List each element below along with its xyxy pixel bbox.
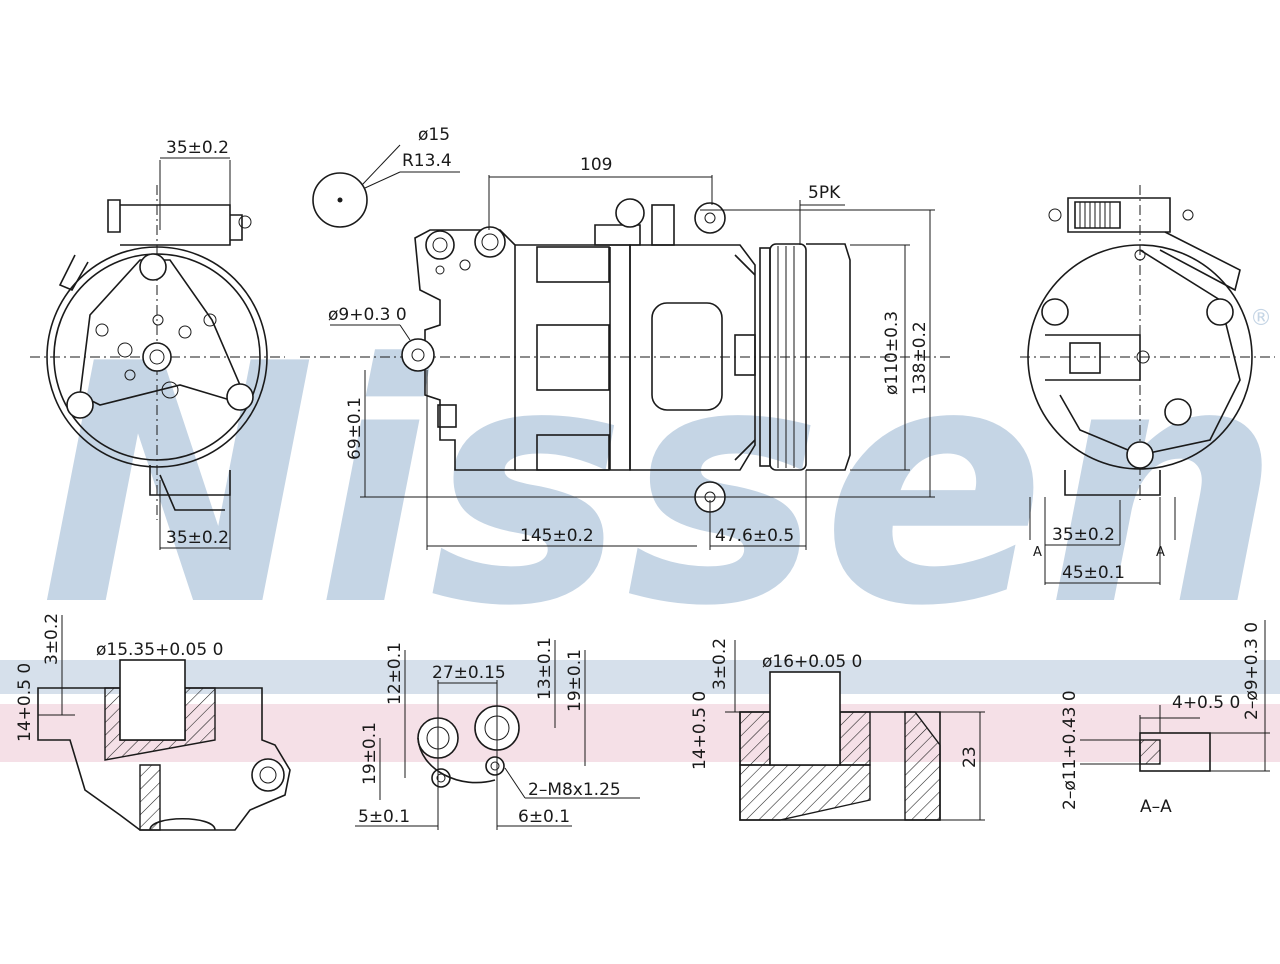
d3-total: 23 xyxy=(960,746,980,768)
d1-height: 14+0.5 0 xyxy=(15,663,35,742)
d3-height: 14+0.5 0 xyxy=(690,691,710,770)
d2-h13: 13±0.1 xyxy=(535,637,555,700)
dim-body-length: 109 xyxy=(580,155,612,175)
d4-section-label: A–A xyxy=(1140,797,1172,817)
dim-pulley-type: 5PK xyxy=(808,183,841,203)
dim-mount-span: 145±0.2 xyxy=(520,526,594,546)
d2-h19: 19±0.1 xyxy=(565,649,585,712)
section-mark-left: A xyxy=(1033,545,1042,560)
d2-h12: 12±0.1 xyxy=(385,642,405,705)
front-view: 35±0.2 35±0.2 xyxy=(30,138,285,550)
d3-bore: ø16+0.05 0 xyxy=(762,652,862,672)
dim-pulley-diameter: ø110±0.3 xyxy=(882,311,902,395)
d1-depth-top: 3±0.2 xyxy=(42,613,62,665)
d4-pin: 2–ø11+0.43 0 xyxy=(1060,690,1080,810)
side-view: 109 5PK ø9+0.3 0 ø110±0.3 138±0.2 69±0.1… xyxy=(300,155,950,550)
d2-left-off: 5±0.1 xyxy=(358,807,410,827)
dim-right-width-a: 35±0.2 xyxy=(1052,525,1115,545)
rear-view: 35±0.2 45±0.1 A A xyxy=(1020,185,1275,585)
d2-thread: 2–M8x1.25 xyxy=(528,780,621,800)
d2-spacing: 27±0.15 xyxy=(432,663,506,683)
dim-mount-height: 69±0.1 xyxy=(345,397,365,460)
detail-section-aa: 2–ø9+0.3 0 4+0.5 0 2–ø11+0.43 0 A–A xyxy=(1060,620,1270,817)
d4-offset: 4+0.5 0 xyxy=(1172,693,1240,713)
dim-right-width-b: 45±0.1 xyxy=(1062,563,1125,583)
watermark-text: Nissens xyxy=(40,294,1280,678)
dim-fitting-diameter: ø15 xyxy=(418,125,450,145)
detail-port-1: 3±0.2 ø15.35+0.05 0 14+0.5 0 xyxy=(15,613,291,831)
dim-top-left-width: 35±0.2 xyxy=(166,138,229,158)
dim-bottom-left-width: 35±0.2 xyxy=(166,528,229,548)
d1-bore: ø15.35+0.05 0 xyxy=(96,640,223,660)
dim-fitting-radius: R13.4 xyxy=(402,151,452,171)
d2-h19b: 19±0.1 xyxy=(360,722,380,785)
section-mark-right: A xyxy=(1156,545,1165,560)
d4-hole: 2–ø9+0.3 0 xyxy=(1242,622,1262,720)
detail-port-3: 3±0.2 ø16+0.05 0 14+0.5 0 23 xyxy=(690,638,985,821)
dim-overall-height: 138±0.2 xyxy=(910,321,930,395)
d2-right-off: 6±0.1 xyxy=(518,807,570,827)
dim-bolt-hole: ø9+0.3 0 xyxy=(328,305,407,325)
fitting-detail: ø15 R13.4 xyxy=(312,125,460,228)
registered-mark: ® xyxy=(1250,306,1272,331)
dim-pulley-offset: 47.6±0.5 xyxy=(715,526,794,546)
d3-depth-top: 3±0.2 xyxy=(710,638,730,690)
detail-port-2: 27±0.15 12±0.1 13±0.1 19±0.1 19±0.1 2–M8… xyxy=(355,637,640,830)
